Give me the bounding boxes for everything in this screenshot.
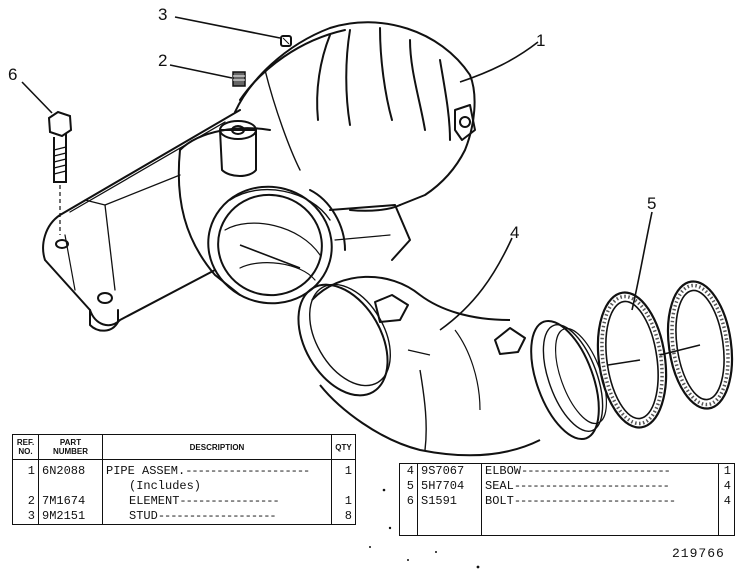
print-speckles — [369, 488, 480, 569]
ref-cell: 4 — [399, 463, 418, 479]
element-part-2 — [232, 71, 246, 87]
callout-1: 1 — [536, 31, 545, 50]
leader-line-1 — [459, 41, 539, 83]
qty-cell: 4 — [723, 494, 731, 508]
callout-2: 2 — [158, 51, 167, 70]
ref-cell: 6 — [399, 494, 418, 509]
desc-cell: BOLT-------------------------- — [481, 494, 719, 509]
col-header-ref-no: REF.NO. — [12, 434, 39, 460]
callout-4: 4 — [510, 223, 519, 242]
part-cell — [38, 479, 103, 494]
col-header-description: DESCRIPTION — [102, 434, 332, 460]
table-row: (Includes) — [12, 479, 356, 494]
part-cell: 7M1674 — [38, 494, 103, 509]
qty-cell: 4 — [723, 479, 731, 493]
leader-line-5b — [607, 359, 641, 366]
part-cell: 6N2088 — [38, 459, 103, 479]
callout-5: 5 — [647, 194, 656, 213]
ref-cell: 1 — [12, 459, 39, 479]
table-row: 4 9S7067 ELBOW------------------------ 1 — [399, 463, 735, 479]
part-cell: 9S7067 — [417, 463, 482, 479]
desc-cell: ELBOW------------------------ — [481, 463, 719, 479]
qty-cell: 1 — [723, 464, 731, 478]
table-row: 5 5H7704 SEAL------------------------- 4 — [399, 479, 735, 494]
desc-cell: PIPE ASSEM.-------------------- — [102, 459, 332, 479]
part-cell: 9M2151 — [38, 509, 103, 525]
part-cell: S1591 — [417, 494, 482, 509]
col-header-qty: QTY — [331, 434, 356, 460]
desc-cell: (Includes) — [102, 479, 332, 494]
desc-cell: ELEMENT---------------- — [102, 494, 332, 509]
part-cell: 5H7704 — [417, 479, 482, 494]
leader-line-2 — [169, 64, 233, 79]
callout-3: 3 — [158, 5, 167, 24]
leader-line-5c — [659, 344, 701, 356]
table-row: 1 6N2088 PIPE ASSEM.--------------------… — [12, 459, 356, 479]
table-row: 2 7M1674 ELEMENT---------------- 1 — [12, 494, 356, 509]
leader-line-4 — [439, 237, 513, 331]
seal-rings-part-5 — [596, 280, 734, 429]
elbow-part-4 — [297, 275, 608, 457]
qty-cell: 8 — [344, 509, 352, 523]
leader-lines — [21, 16, 701, 366]
table-row: 6 S1591 BOLT-------------------------- 4 — [399, 494, 735, 509]
qty-cell — [332, 479, 356, 494]
leader-line-3 — [174, 16, 281, 39]
ref-cell: 5 — [399, 479, 418, 494]
drawing-number: 219766 — [672, 546, 725, 561]
qty-cell: 1 — [344, 464, 352, 478]
leader-line-5 — [631, 211, 653, 311]
desc-cell: SEAL------------------------- — [481, 479, 719, 494]
stud-part-3 — [280, 35, 292, 47]
leader-line-4b — [239, 244, 301, 269]
qty-cell: 1 — [344, 494, 352, 508]
ref-cell: 3 — [12, 509, 39, 525]
ref-cell — [12, 479, 39, 494]
leader-line-6 — [21, 81, 53, 114]
ref-cell: 2 — [12, 494, 39, 509]
pipe-assembly-housing — [42, 21, 476, 332]
desc-cell: STUD------------------- — [102, 509, 332, 525]
callout-6: 6 — [8, 65, 17, 84]
parts-table-right: 4 9S7067 ELBOW------------------------ 1… — [399, 463, 735, 536]
bolt-part-6 — [47, 110, 73, 235]
table-row-empty — [399, 509, 735, 536]
table-row: 3 9M2151 STUD------------------- 8 — [12, 509, 356, 525]
